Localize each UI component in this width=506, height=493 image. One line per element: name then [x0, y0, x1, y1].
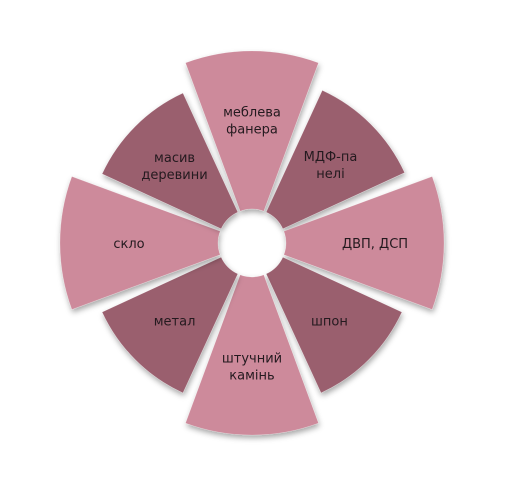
wheel-segment-label: штучний камінь: [222, 352, 282, 384]
wheel-segment-label-line: нелі: [316, 167, 344, 182]
wheel-segment: ДВП, ДСП: [283, 176, 445, 310]
wheel-segment-label: скло: [113, 237, 144, 252]
wheel-segment-label-line: камінь: [229, 369, 274, 384]
wheel-segment: меблева фанера: [185, 50, 319, 212]
wheel-segment-shape: [185, 50, 319, 212]
wheel-segment-label-line: масив: [154, 151, 195, 166]
wheel-segment-label-line: метал: [154, 314, 196, 329]
wheel-segment-shape: [265, 90, 405, 230]
wheel-segment-label-line: МДФ-па: [304, 150, 358, 165]
wheel-segment-shape: [101, 92, 239, 230]
wheel-segment-label-line: ДВП, ДСП: [342, 237, 408, 252]
wheel-segment: метал: [101, 256, 239, 394]
wheel-segment: МДФ-па нелі: [265, 90, 405, 230]
wheel-segment: штучний камінь: [185, 274, 319, 436]
wheel-segment-label-line: шпон: [311, 314, 348, 329]
wheel-segment-shape: [185, 274, 319, 436]
wheel-segment-label: метал: [154, 314, 196, 329]
wheel-segment-label: меблева фанера: [223, 106, 281, 138]
wheel-segment-label: ДВП, ДСП: [342, 237, 408, 252]
wheel-segment-label-line: меблева: [223, 106, 281, 121]
wheel-segment: скло: [59, 176, 221, 310]
wheel-segment-label-line: деревини: [141, 168, 207, 183]
wheel-segment-label-line: скло: [113, 237, 144, 252]
wheel-segment: шпон: [265, 256, 403, 394]
wheel-segment-shape: [283, 176, 445, 310]
wheel-segment-shape: [59, 176, 221, 310]
wheel-segment-label: масив деревини: [141, 151, 207, 183]
wheel-segment-shape: [265, 256, 403, 394]
wheel-segment-label: шпон: [311, 314, 348, 329]
wheel-segment-label-line: штучний: [222, 352, 282, 367]
wheel-segment-label-line: фанера: [226, 123, 278, 138]
wheel-segment: масив деревини: [101, 92, 239, 230]
wheel-segment-shape: [101, 256, 239, 394]
wheel-segment-label: МДФ-па нелі: [304, 150, 358, 182]
